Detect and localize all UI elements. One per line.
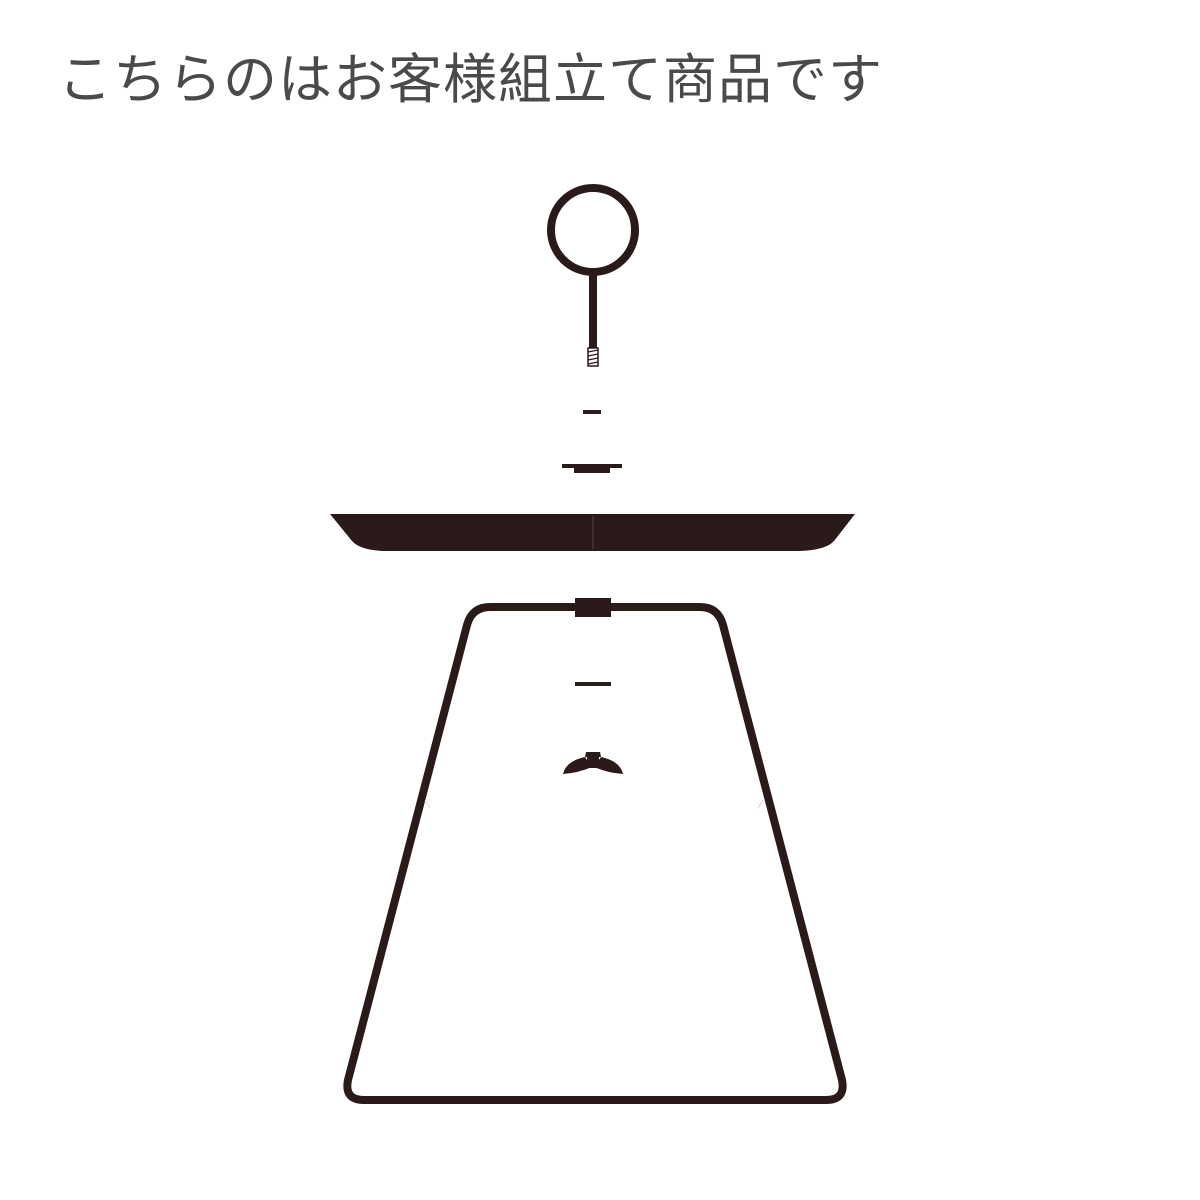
lower-washer: [575, 682, 611, 686]
wing-nut-part: [563, 752, 623, 774]
upper-washer: [583, 410, 601, 414]
frame-left-joint: [424, 799, 431, 809]
threaded-tip: [587, 347, 599, 367]
frame-right-joint: [757, 799, 764, 809]
frame-top-socket: [575, 598, 611, 617]
frame-stand-part: [343, 603, 847, 1104]
ring-handle-part: [547, 184, 639, 367]
top-plate-part: [562, 464, 622, 473]
ring-handle-loop: [547, 184, 639, 276]
assembly-notice-heading: こちらのはお客様組立て商品です: [58, 48, 883, 111]
